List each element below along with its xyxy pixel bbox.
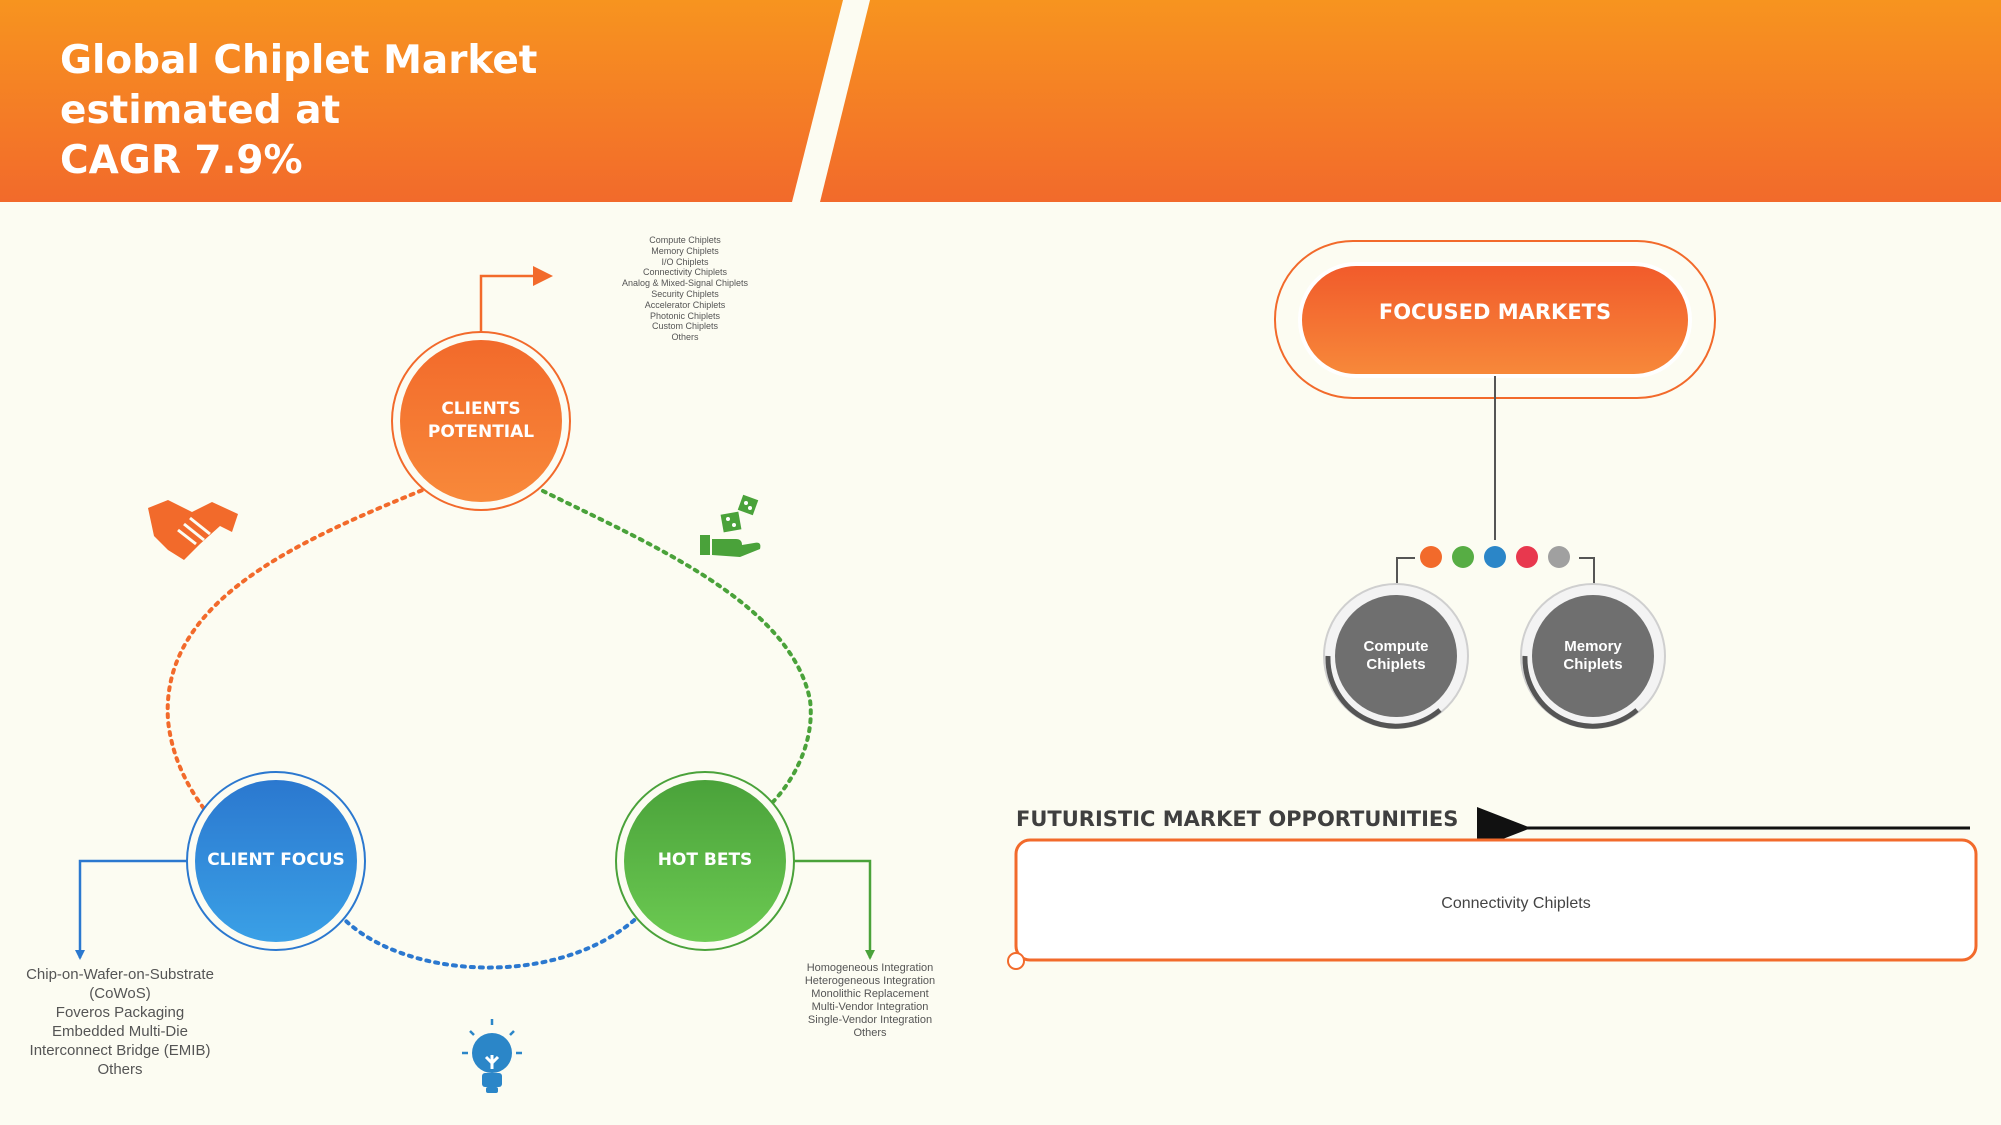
list-item: Accelerator Chiplets (644, 299, 726, 310)
client-focus-label: CLIENT FOCUS (207, 850, 345, 870)
list-item: Photonic Chiplets (649, 310, 721, 321)
header-banner (0, 0, 2001, 202)
list-item: Custom Chiplets (651, 321, 719, 332)
clients-potential-label: CLIENTS POTENTIAL (427, 399, 535, 442)
list-item: Interconnect Bridge (EMIB) (29, 1042, 211, 1059)
list-item: Others (97, 1061, 143, 1078)
list-item: I/O Chiplets (661, 256, 709, 267)
handshake-icon (148, 500, 238, 560)
list-item: Others (671, 332, 699, 343)
list-item: Multi-Vendor Integration (811, 1001, 929, 1013)
color-dot (1484, 546, 1506, 568)
hot-bets-list: Homogeneous Integration Heterogeneous In… (790, 962, 950, 1040)
arc-green (533, 485, 813, 807)
list-item: Single-Vendor Integration (807, 1014, 933, 1026)
focused-markets-label: FOCUSED MARKETS (1378, 300, 1612, 324)
hot-bets-label: HOT BETS (657, 850, 753, 870)
list-item: Compute Chiplets (649, 235, 721, 245)
page-title: Global Chiplet Market estimated at CAGR … (60, 38, 538, 183)
list-item: Chip-on-Wafer-on-Substrate (26, 966, 214, 983)
color-dot (1452, 546, 1474, 568)
compute-chiplets-label: Compute Chiplets (1363, 638, 1429, 673)
memory-chiplets-label: Memory Chiplets (1563, 638, 1623, 673)
list-item: Foveros Packaging (55, 1004, 185, 1021)
color-dot (1516, 546, 1538, 568)
list-item: Memory Chiplets (651, 245, 719, 256)
list-item: (CoWoS) (89, 985, 151, 1002)
list-item: Analog & Mixed-Signal Chiplets (621, 278, 749, 289)
client-focus-list: Chip-on-Wafer-on-Substrate (CoWoS) Fover… (10, 965, 230, 1079)
list-item: Security Chiplets (651, 288, 719, 299)
list-item: Homogeneous Integration (806, 962, 934, 974)
arc-blue (338, 913, 642, 970)
color-dot (1548, 546, 1570, 568)
list-item: Monolithic Replacement (811, 988, 929, 1000)
lightbulb-icon (462, 1019, 522, 1093)
futuristic-title: FUTURISTIC MARKET OPPORTUNITIES (1016, 807, 1459, 831)
arc-orange (165, 485, 432, 812)
list-item: Embedded Multi-Die (52, 1023, 188, 1040)
clients-potential-list: Compute Chiplets Memory Chiplets I/O Chi… (600, 235, 770, 343)
futuristic-content: Connectivity Chiplets (1441, 895, 1591, 912)
list-item: Connectivity Chiplets (642, 267, 728, 278)
color-dot (1420, 546, 1442, 568)
dice-hand-icon (700, 494, 761, 557)
color-dots (1420, 546, 1570, 568)
list-item: Others (853, 1027, 887, 1039)
list-item: Heterogeneous Integration (804, 975, 936, 987)
